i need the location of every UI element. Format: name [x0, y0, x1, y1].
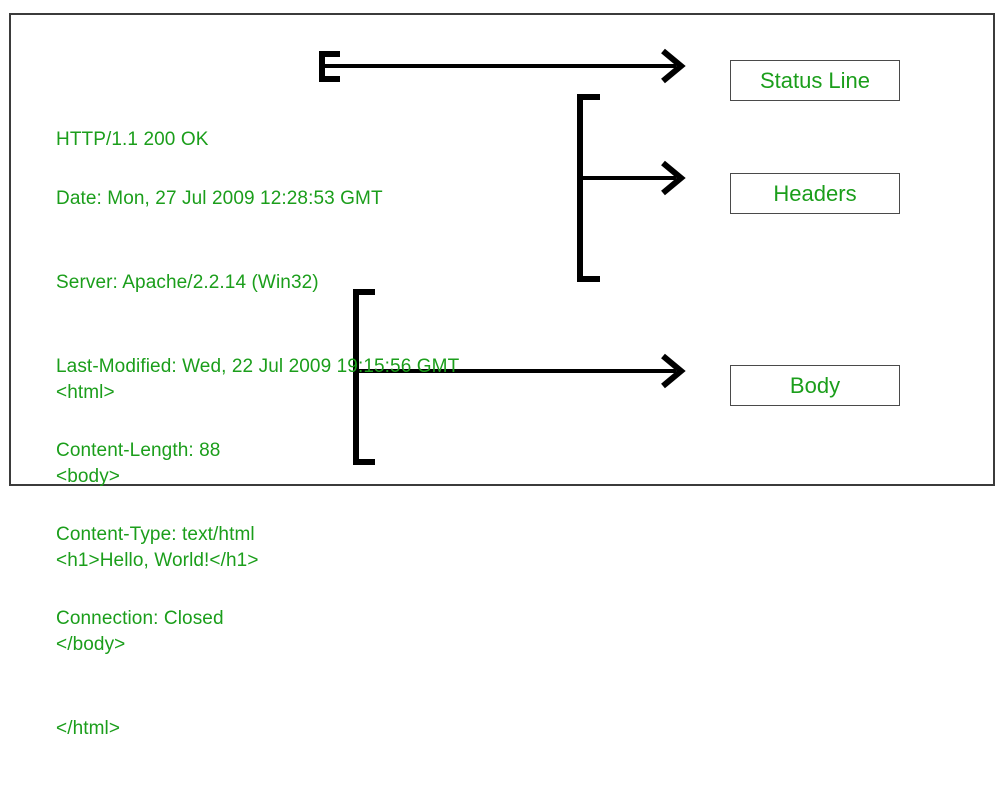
bracket-status-line — [319, 51, 340, 82]
arrowhead-headers — [661, 160, 686, 196]
body-row-body-close: </body> — [56, 634, 126, 655]
body-row-h1: <h1>Hello, World!</h1> — [56, 550, 259, 571]
header-row-last-modified: Last-Modified: Wed, 22 Jul 2009 19:15:56… — [56, 356, 460, 377]
arrowhead-body — [661, 353, 686, 389]
body-row-body-open: <body> — [56, 466, 120, 487]
label-box-status-line: Status Line — [730, 60, 900, 101]
bracket-headers — [577, 94, 600, 282]
arrowhead-status-line — [661, 48, 686, 84]
body-row-html-open: <html> — [56, 382, 115, 403]
diagram-frame: HTTP/1.1 200 OK Date: Mon, 27 Jul 2009 1… — [9, 13, 995, 739]
label-box-headers: Headers — [730, 173, 900, 214]
label-box-body: Body — [730, 365, 900, 406]
header-row-date: Date: Mon, 27 Jul 2009 12:28:53 GMT — [56, 188, 383, 209]
body-text: <html> <body> <h1>Hello, World!</h1> </b… — [56, 323, 259, 799]
status-line-text: HTTP/1.1 200 OK — [56, 70, 209, 210]
status-line-row: HTTP/1.1 200 OK — [56, 129, 209, 150]
body-row-html-close: </html> — [56, 718, 121, 739]
header-row-content-length: Content-Length: 88 — [56, 440, 221, 461]
header-row-server: Server: Apache/2.2.14 (Win32) — [56, 272, 319, 293]
